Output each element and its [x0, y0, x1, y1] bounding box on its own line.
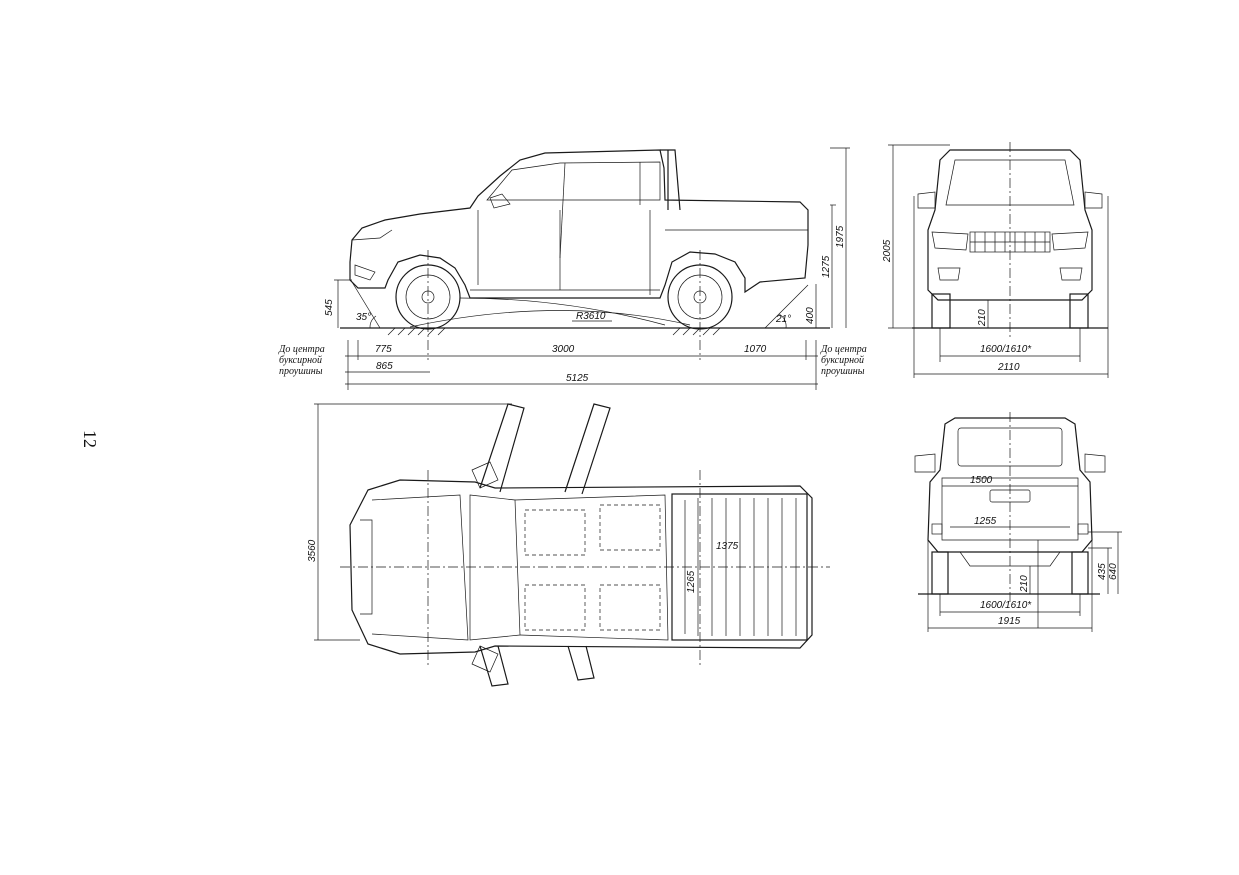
dim-rear-overhang: 1070 [744, 344, 767, 355]
dim-bed-width: 1265 [686, 570, 697, 593]
dim-approach-angle: 35° [356, 312, 371, 323]
dim-ground-clearance: 545 [324, 299, 335, 316]
label-tow-left-3: проушины [279, 366, 323, 377]
dim-top-width: 3560 [307, 539, 318, 562]
dim-rear-bed-inner: 1255 [974, 516, 997, 527]
dim-rear-width: 1915 [998, 616, 1021, 627]
front-view: 2005 210 1600/1610* 2110 [882, 142, 1109, 378]
dim-front-overhang: 775 [375, 344, 392, 355]
dim-rear-clearance: 210 [1019, 575, 1030, 593]
dim-front-width: 2110 [997, 362, 1020, 373]
dim-to-hitch: 865 [376, 361, 393, 372]
label-tow-right-2: буксирной [821, 355, 864, 366]
dim-height-platform: 1275 [821, 255, 832, 278]
top-view: 3560 1375 1265 [307, 403, 830, 687]
dim-front-clearance: 210 [977, 309, 988, 327]
label-tow-right-1: До центра [820, 344, 867, 355]
dim-front-track: 1600/1610* [980, 344, 1032, 355]
dim-departure-angle: 21° [775, 314, 791, 325]
dim-front-height: 2005 [882, 239, 893, 263]
dim-rear-640: 640 [1108, 563, 1119, 580]
side-view: 1975 1275 545 400 R3610 35° 21° 775 3000… [278, 147, 867, 390]
dim-rear-bed-top: 1500 [970, 475, 993, 486]
label-tow-right-3: проушины [821, 366, 865, 377]
dim-wheelbase: 3000 [552, 344, 575, 355]
dim-height-total: 1975 [835, 225, 846, 248]
page-number: 12 [80, 430, 100, 448]
dim-rear-track: 1600/1610* [980, 600, 1032, 611]
dim-rear-435: 435 [1097, 563, 1108, 580]
dim-rear-step: 400 [805, 307, 816, 324]
rear-view: 1500 1255 210 435 640 1600/1610* 1915 [914, 412, 1122, 632]
dim-bed-length: 1375 [716, 541, 739, 552]
label-tow-left-2: буксирной [279, 355, 322, 366]
label-tow-left-1: До центра [278, 344, 325, 355]
dim-ramp-radius: R3610 [576, 311, 606, 322]
dim-overall-length: 5125 [566, 373, 589, 384]
